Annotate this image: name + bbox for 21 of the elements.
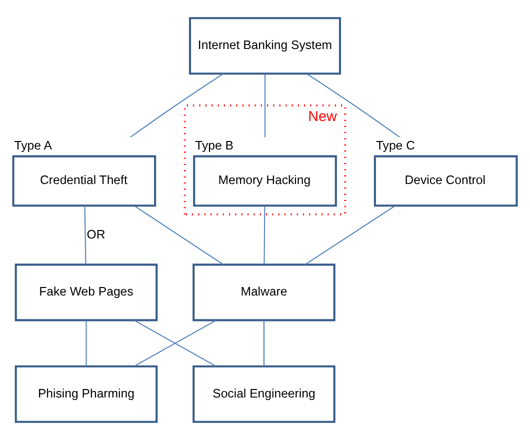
connector — [84, 206, 86, 264]
edge-label: OR — [86, 228, 106, 242]
node-box: Phising Pharming — [14, 365, 158, 423]
connector — [306, 73, 400, 138]
node-box: Fake Web Pages — [14, 264, 158, 322]
connector — [263, 320, 264, 366]
node-box: Social Engineering — [192, 365, 336, 423]
node-box: Credential Theft — [12, 155, 156, 207]
node-box: Device Control — [374, 155, 518, 207]
node-label: Type A — [14, 138, 52, 153]
node-label: Type C — [376, 138, 415, 153]
connector — [130, 73, 224, 138]
connector — [304, 206, 394, 266]
node-box: Internet Banking System — [188, 17, 342, 75]
connector — [86, 320, 87, 366]
connector — [134, 206, 224, 266]
node-box: Memory Hacking — [193, 155, 337, 207]
connector — [264, 74, 266, 138]
connector — [264, 206, 266, 264]
node-label: Type B — [195, 138, 234, 153]
node-box: Malware — [192, 264, 336, 322]
